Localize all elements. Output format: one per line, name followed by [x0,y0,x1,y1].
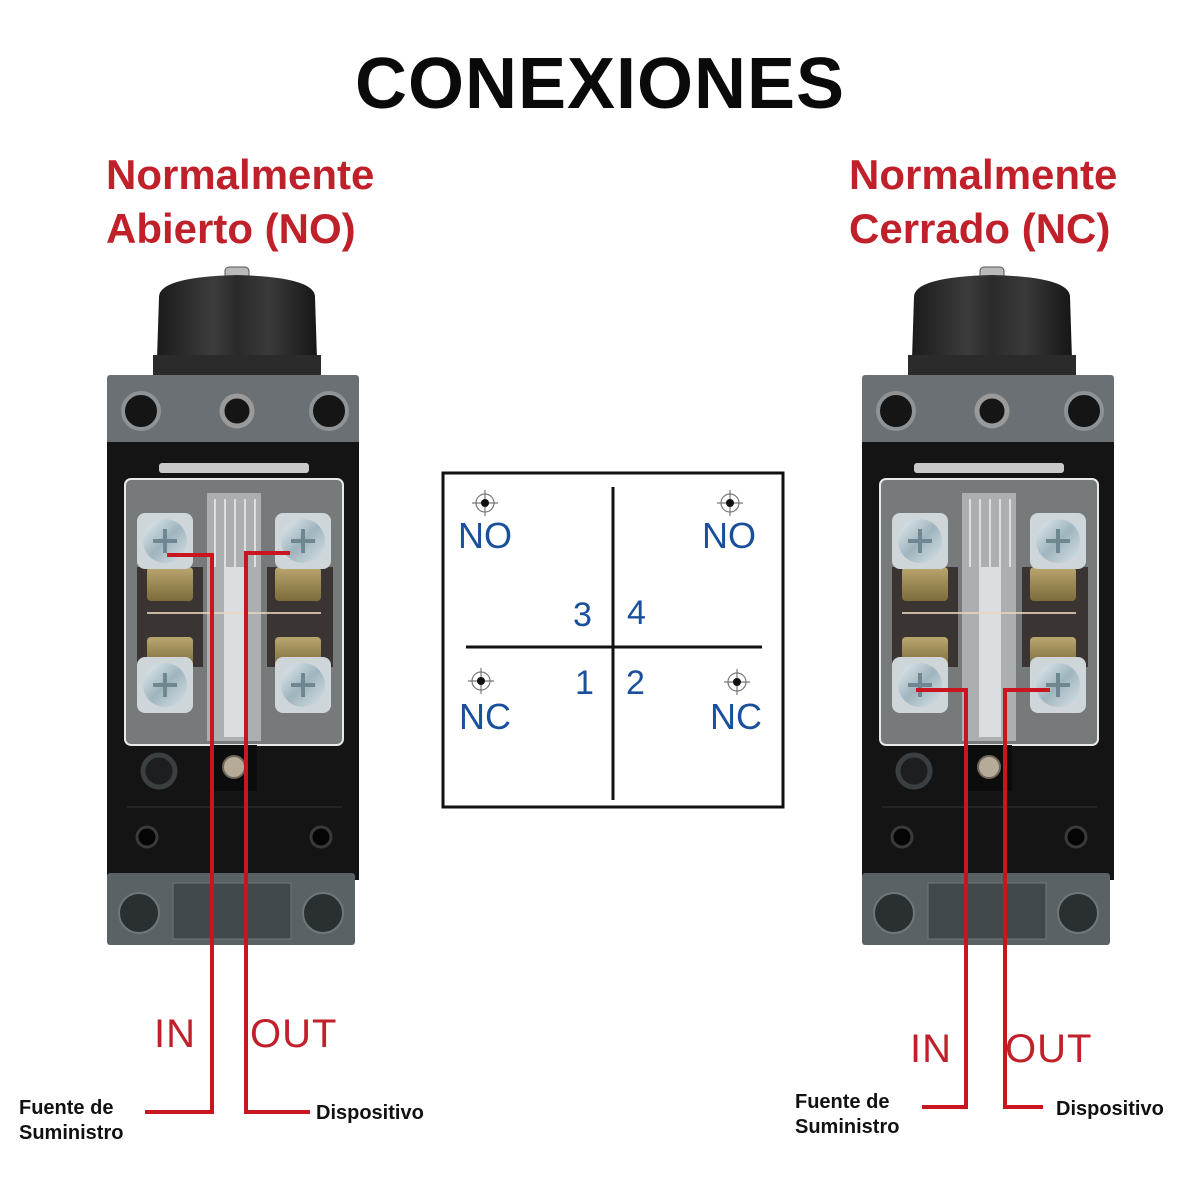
diagram-label-bottom-right: NC [710,696,762,737]
right-source-line2: Suministro [795,1116,900,1138]
terminal-number-3: 3 [573,596,592,634]
terminal-number-1: 1 [575,664,594,702]
left-panel-title: Normalmente Abierto (NO) [106,148,374,256]
right-title-line1: Normalmente [849,151,1118,198]
left-out-label: OUT [250,1012,338,1056]
terminal-number-4: 4 [627,594,646,632]
diagram-label-top-right: NO [702,515,756,556]
left-title-line1: Normalmente [106,151,375,198]
right-in-label: IN [910,1027,952,1071]
left-source-line1: Fuente de [19,1097,114,1119]
left-in-label: IN [154,1012,196,1056]
right-limit-switch [862,267,1114,945]
left-title-line2: Abierto (NO) [106,205,356,252]
terminal-diagram [441,471,785,809]
left-source-caption: Fuente de Suministro [19,1096,123,1146]
terminal-number-2: 2 [626,664,645,702]
right-source-caption: Fuente de Suministro [795,1090,899,1140]
left-source-line2: Suministro [19,1122,124,1144]
left-device-caption: Dispositivo [316,1102,424,1124]
right-out-label: OUT [1005,1027,1093,1071]
left-wires [145,551,310,1114]
page-title: CONEXIONES [354,44,846,124]
right-title-line2: Cerrado (NC) [849,205,1111,252]
right-source-line1: Fuente de [795,1091,890,1113]
left-limit-switch [107,267,359,945]
right-wires [916,688,1050,1109]
diagram-label-top-left: NO [458,515,512,556]
diagram-label-bottom-left: NC [459,696,511,737]
right-panel-title: Normalmente Cerrado (NC) [849,148,1117,256]
right-device-caption: Dispositivo [1056,1098,1164,1120]
